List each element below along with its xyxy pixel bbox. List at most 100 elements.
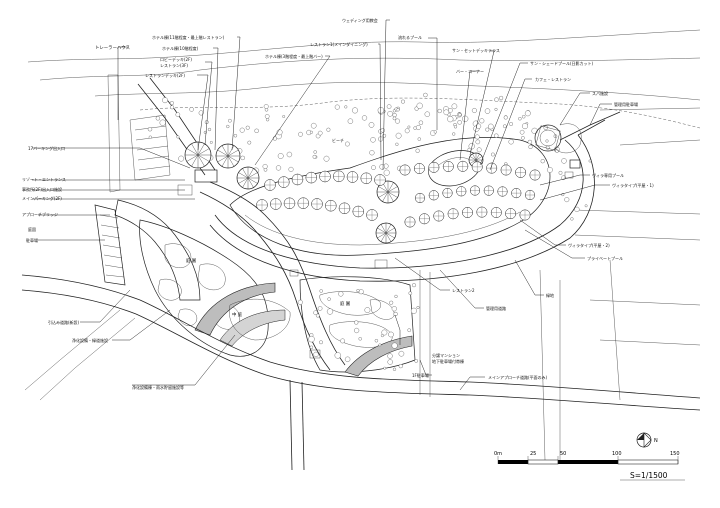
villa-cross	[497, 186, 508, 197]
left-parking-lots	[94, 74, 201, 301]
label-condo-parking: 地下駐車場付帯棟	[432, 358, 464, 364]
label-parking-lot: 駐車場	[26, 237, 38, 243]
tree	[443, 109, 450, 116]
tower-rib	[191, 154, 199, 167]
tree	[361, 115, 368, 121]
tree	[239, 127, 245, 133]
tree	[574, 206, 580, 212]
tree	[344, 105, 348, 109]
scale-ratio: S=1/1500	[630, 471, 668, 480]
tree	[347, 118, 354, 124]
villa-cross	[428, 162, 440, 173]
tower-rib	[227, 145, 235, 157]
tree	[387, 111, 393, 117]
tree	[374, 339, 379, 343]
label-water-facility: 浄化設備・緑道施設	[72, 337, 108, 343]
label-resort-entrance: リゾート・エントランス	[22, 176, 66, 182]
label-sunset-terrace: サン・セットデッキテラス	[452, 47, 500, 53]
tower-rib	[469, 159, 477, 164]
tree	[447, 116, 454, 123]
tower-rib	[221, 155, 229, 167]
tree	[313, 351, 319, 357]
map-labels: トレーラーハウス ホテル棟(11階程度・最上階レストラン) ホテル棟(10階程度…	[22, 17, 654, 390]
tree	[288, 166, 294, 172]
tree	[545, 145, 550, 150]
tree	[334, 104, 340, 110]
tree	[475, 139, 481, 145]
label-villa-type-b: ヴィラタイプ(平屋・2)	[568, 242, 610, 248]
tree	[543, 125, 548, 130]
tree	[561, 158, 567, 164]
tree	[358, 289, 364, 295]
tower-rib	[227, 155, 235, 167]
tree	[474, 134, 480, 140]
tree	[547, 167, 553, 173]
tree	[264, 108, 269, 112]
tree	[540, 159, 545, 164]
tower-rib	[380, 232, 387, 242]
tree	[519, 129, 525, 135]
tree	[356, 289, 360, 293]
tree	[503, 115, 508, 120]
tree	[584, 204, 588, 208]
tree	[354, 327, 360, 334]
label-garden-3: 中 庭	[232, 311, 243, 318]
tree	[462, 115, 469, 122]
villa-cross	[470, 185, 480, 196]
tree	[345, 141, 350, 147]
tower-rib	[191, 143, 199, 156]
coastline	[27, 29, 701, 241]
tower-rib	[385, 232, 392, 242]
tree	[371, 165, 376, 170]
villa-cross	[292, 174, 303, 185]
tree	[457, 120, 462, 125]
tree	[494, 133, 499, 138]
tree	[412, 283, 416, 288]
tree	[484, 108, 491, 114]
tree	[527, 139, 533, 145]
tree	[392, 116, 397, 121]
tree	[479, 118, 485, 124]
tree	[370, 137, 376, 143]
tree	[491, 152, 495, 157]
tower-rib	[186, 148, 199, 156]
tree	[147, 127, 153, 132]
tree	[369, 150, 375, 156]
tree	[424, 111, 430, 117]
villa-cross	[278, 176, 290, 188]
tree	[315, 313, 320, 318]
villa-cross	[515, 167, 526, 178]
tree	[380, 128, 385, 133]
tower-rib	[378, 191, 389, 198]
tree	[391, 306, 397, 312]
tower-rib	[186, 154, 199, 162]
label-villa-type-a: ヴィラタイプ(平屋・1)	[612, 182, 654, 188]
tower-rib	[378, 186, 389, 193]
label-wedding-chapel: ウェディング用教会	[342, 17, 378, 23]
villa-cross	[399, 164, 411, 176]
scale-tick-2: 50	[560, 451, 566, 457]
label-parking-entrance: 17バーキング出入口	[28, 145, 65, 151]
tree	[264, 114, 270, 119]
villa-cross	[447, 208, 459, 219]
tree	[209, 141, 213, 144]
trees	[147, 92, 592, 371]
villa-cross	[311, 198, 323, 210]
label-hotel-3: ホテル棟(3階程度・最上階バー)	[265, 53, 323, 59]
label-entrance-office: 事務所(2F)出入口施設	[22, 186, 62, 192]
leader-lines	[32, 19, 612, 391]
tree	[245, 125, 250, 130]
tree	[392, 109, 396, 113]
villa-cross	[319, 171, 331, 182]
tree	[387, 353, 393, 359]
tree	[494, 107, 498, 111]
tree	[499, 95, 504, 101]
label-main-parking: メインパーキング(2F)	[22, 195, 62, 201]
tower-rib	[380, 224, 387, 234]
villa-cross	[366, 209, 378, 221]
tower-rib	[197, 154, 210, 162]
tree	[392, 113, 397, 118]
tower-rib	[385, 232, 395, 239]
small-buildings	[177, 159, 581, 359]
tower-rib	[227, 155, 239, 163]
